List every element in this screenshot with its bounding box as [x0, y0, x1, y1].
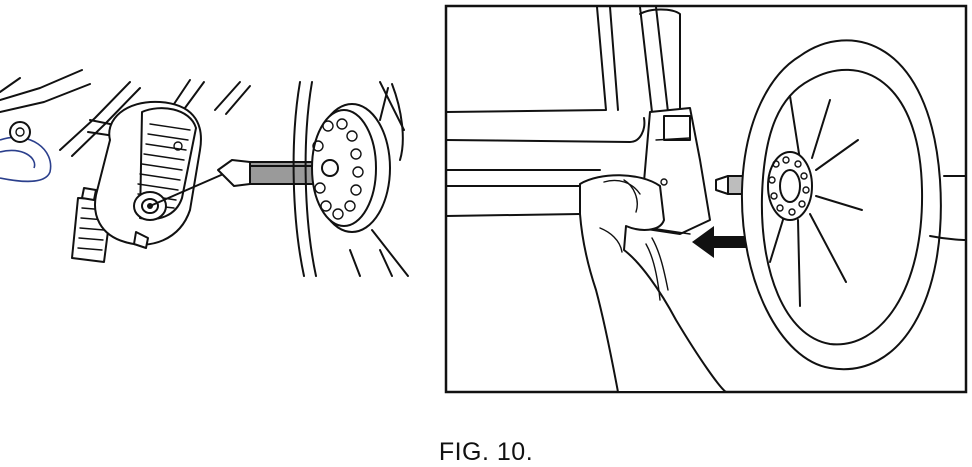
- left-illustration: [0, 69, 409, 277]
- rear-wheel-right: [740, 39, 967, 371]
- stroller-frame-right: [445, 6, 681, 217]
- figure-caption: FIG. 10.: [438, 438, 534, 466]
- hand: [579, 174, 727, 393]
- rear-wheel-left: [292, 81, 409, 277]
- push-arrow: [692, 226, 754, 258]
- small-front-wheel: [0, 121, 52, 183]
- assembly-illustration: [0, 4, 968, 394]
- right-illustration: [444, 4, 968, 394]
- axle-pointer-line: [149, 171, 229, 207]
